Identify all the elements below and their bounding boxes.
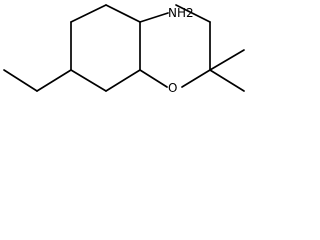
- amine-label: NH2: [168, 6, 194, 20]
- quaternary-ethyl-bond-2: [175, 4, 211, 23]
- ethyl-bond-1: [36, 69, 72, 92]
- oxygen-quaternary-carbon-bond: [181, 69, 211, 88]
- ethyl-group: [3, 69, 72, 92]
- ring-bond-bottom-right: [105, 69, 141, 92]
- oxygen-label: O: [168, 81, 177, 95]
- ring-bond-top-right: [105, 4, 141, 23]
- ring-oxygen-bond: [139, 69, 168, 88]
- ring-bond-top-left: [70, 4, 107, 23]
- cyclohexane-ring: [70, 4, 141, 92]
- ring-bond-bottom-left: [70, 69, 107, 92]
- chemical-structure-diagram: NH2 O: [0, 0, 248, 110]
- tert-pentyloxy-group: [139, 4, 245, 92]
- ethyl-bond-2: [3, 69, 38, 92]
- methyl-bond-lower: [209, 69, 245, 92]
- methyl-bond-upper: [209, 49, 245, 71]
- canvas-background: [0, 0, 248, 110]
- amine-bond: [139, 12, 169, 23]
